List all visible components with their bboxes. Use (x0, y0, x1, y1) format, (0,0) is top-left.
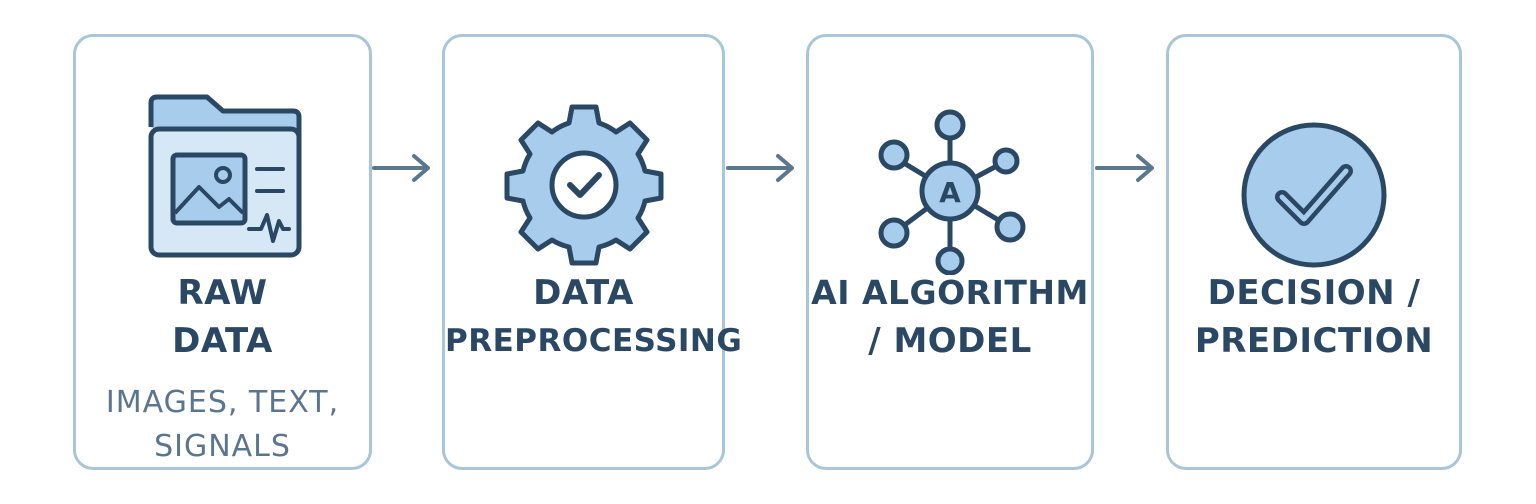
arrow-right-icon (1095, 150, 1164, 186)
arrow-right-icon (372, 150, 440, 186)
step-title-line: / MODEL (868, 321, 1032, 361)
checkmark-circle-icon (1214, 75, 1414, 275)
step-title: DECISION / PREDICTION (1169, 269, 1459, 365)
step-title-line: RAW (177, 273, 268, 313)
step-title-line: PREDICTION (1194, 321, 1434, 361)
step-title: AI ALGORITHM / MODEL (809, 269, 1091, 365)
gear-check-icon (484, 75, 684, 275)
step-title-line: AI ALGORITHM (811, 273, 1089, 312)
step-title: RAW DATA (76, 269, 369, 365)
step-subtitle-line: IMAGES, TEXT, (105, 385, 340, 420)
step-title: DATA PREPROCESSING (445, 269, 743, 365)
node-letter: A (939, 176, 961, 209)
folder-data-icon (123, 75, 323, 275)
step-title-line: DECISION / (1207, 273, 1421, 313)
step-card-data-preprocessing: DATA PREPROCESSING (442, 34, 743, 470)
step-title-line: PREPROCESSING (445, 323, 743, 359)
step-title-line: DATA (533, 273, 634, 313)
step-title-line: DATA (172, 321, 273, 361)
arrow-right-icon (726, 150, 804, 186)
step-card-ai-model: A AI ALGORITHM / MODEL (806, 34, 1094, 470)
step-card-raw-data: RAW DATA IMAGES, TEXT, SIGNALS (73, 34, 372, 470)
step-card-decision-prediction: DECISION / PREDICTION (1166, 34, 1462, 470)
step-subtitle: IMAGES, TEXT, SIGNALS (76, 381, 369, 469)
step-subtitle-line: SIGNALS (154, 429, 291, 464)
network-node-icon: A (850, 75, 1050, 275)
